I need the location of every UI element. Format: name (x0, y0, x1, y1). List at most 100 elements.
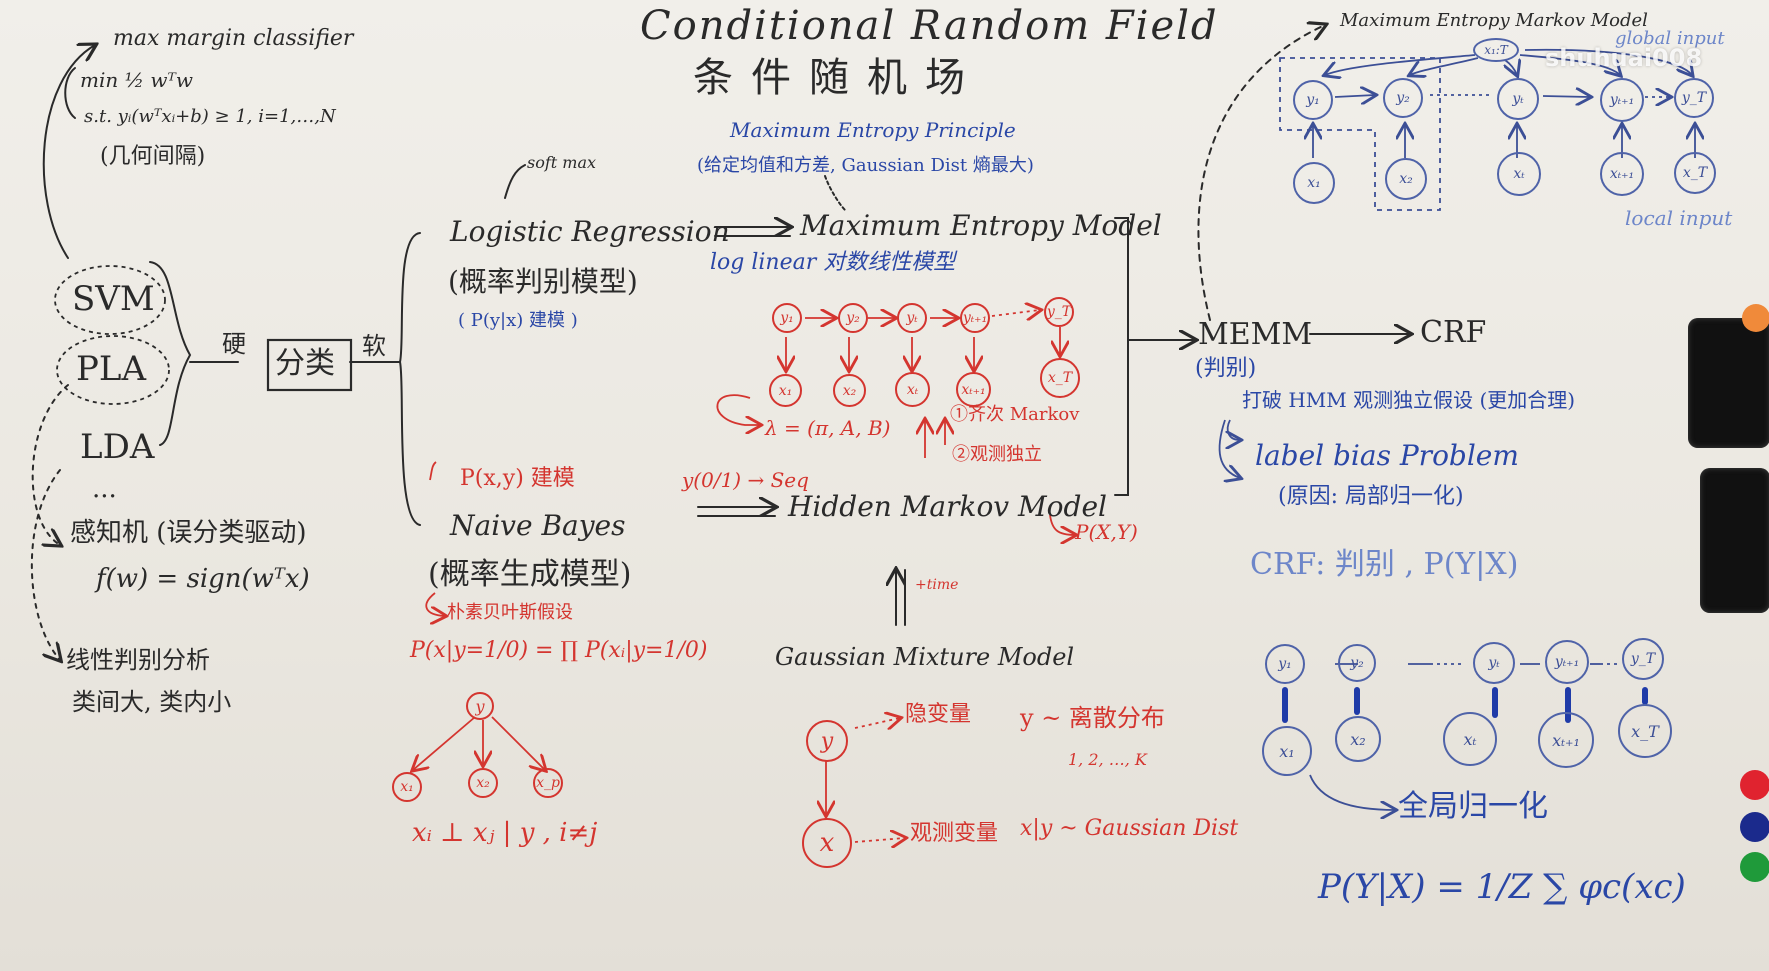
memm-node-y2: y₂ (1383, 78, 1423, 118)
svm-geometric-margin: (几何间隔) (100, 144, 206, 169)
perceptron-formula: f(w) = sign(wᵀx) (96, 564, 310, 594)
svm-objective: min ½ wᵀw (80, 68, 193, 92)
hmm-node-yt1: yₜ₊₁ (960, 303, 990, 333)
hmm-lambda: λ = (π, A, B) (765, 416, 891, 440)
gmm-x-dist: x|y ~ Gaussian Dist (1020, 816, 1239, 841)
svm-constraint: s.t. yᵢ(wᵀxᵢ+b) ≥ 1, i=1,…,N (84, 106, 336, 127)
crf-node-yt1: yₜ₊₁ (1545, 640, 1589, 684)
crf-node-xt1: xₜ₊₁ (1538, 712, 1594, 768)
logistic-regression-note: ( P(y|x) 建模 ) (458, 310, 578, 331)
hmm-node-xT: x_T (1040, 358, 1080, 398)
log-linear-model: log linear 对数线性模型 (710, 250, 956, 275)
max-entropy-principle-cn: (给定均值和方差, Gaussian Dist 熵最大) (697, 155, 1034, 176)
logistic-regression-cn: (概率判别模型) (448, 265, 638, 298)
green-magnet (1740, 852, 1769, 882)
hmm-node-yt: yₜ (897, 303, 927, 333)
watermark-text: shuhuai008 (1545, 44, 1703, 72)
naive-bayes-independence: xᵢ ⊥ xⱼ | y , i≠j (412, 818, 598, 848)
crf-node-y1: y₁ (1265, 644, 1305, 684)
naive-bayes-formula: P(x|y=1/0) = ∏ P(xᵢ|y=1/0) (410, 638, 708, 663)
crf-label: CRF (1420, 315, 1487, 350)
gmm-node-x: x (802, 818, 852, 868)
eraser-magnet (1700, 468, 1769, 613)
memm-node-y1: y₁ (1293, 80, 1333, 120)
naive-bayes-pxy: P(x,y) 建模 (460, 466, 575, 491)
hmm-assumption-1: ①齐次 Markov (950, 404, 1080, 425)
label-pla: PLA (76, 349, 147, 389)
nb-node-x2: x₂ (468, 768, 498, 798)
title-chinese: 条件随机场 (693, 55, 983, 101)
perceptron-label: 感知机 (误分类驱动) (70, 518, 307, 548)
label-bias-reason: (原因: 局部归一化) (1278, 484, 1464, 509)
label-hard: 硬 (222, 330, 246, 358)
softmax-label: soft max (527, 153, 597, 172)
nb-node-xp: x_p (533, 768, 563, 798)
max-entropy-model: Maximum Entropy Model (800, 209, 1162, 242)
label-bias-problem: label bias Problem (1255, 439, 1519, 472)
lda-note: 类间大, 类内小 (72, 688, 232, 716)
hmm-node-x2: x₂ (833, 374, 866, 407)
hmm-joint: P(X,Y) (1075, 520, 1138, 544)
lda-label: 线性判别分析 (66, 646, 210, 674)
global-input-label: global input (1615, 28, 1725, 49)
crf-node-xT: x_T (1618, 704, 1672, 758)
memm-node-xt: xₜ (1497, 152, 1541, 196)
label-lda: LDA (80, 427, 155, 467)
hmm-node-x1: x₁ (769, 374, 802, 407)
global-normalization: 全局归一化 (1398, 789, 1548, 824)
gmm-node-y: y (806, 720, 848, 762)
crf-node-xt: xₜ (1443, 712, 1497, 766)
crf-node-yT: y_T (1622, 638, 1664, 680)
crf-node-x1: x₁ (1262, 726, 1312, 776)
eraser-magnet (1688, 318, 1769, 448)
orange-magnet (1742, 304, 1769, 332)
label-soft: 软 (362, 332, 386, 360)
red-magnet (1740, 770, 1769, 800)
gmm-y-values: 1, 2, …, K (1068, 750, 1147, 769)
naive-bayes-assumption: 朴素贝叶斯假设 (447, 602, 573, 623)
title-english: Conditional Random Field (640, 3, 1219, 49)
hmm-node-y1: y₁ (772, 303, 802, 333)
local-input-label: local input (1625, 206, 1733, 230)
naive-bayes: Naive Bayes (450, 509, 626, 542)
memm-full-name: Maximum Entropy Markov Model (1340, 10, 1648, 31)
hmm-node-xt: xₜ (895, 372, 930, 407)
hmm-node-y2: y₂ (838, 303, 868, 333)
memm-node-x2: x₂ (1385, 158, 1427, 200)
gmm-y-dist: y ~ 离散分布 (1020, 704, 1165, 732)
label-svm: SVM (72, 279, 155, 319)
max-entropy-principle: Maximum Entropy Principle (730, 118, 1016, 142)
blue-magnet (1740, 812, 1769, 842)
hmm-node-yT: y_T (1044, 297, 1074, 327)
nb-node-y: y (466, 692, 494, 720)
svm-note: max margin classifier (113, 26, 354, 51)
label-more: ... (92, 474, 117, 504)
hmm-node-xt1: xₜ₊₁ (956, 372, 991, 407)
gaussian-mixture-model: Gaussian Mixture Model (775, 643, 1075, 671)
naive-bayes-cn: (概率生成模型) (428, 557, 632, 592)
logistic-regression: Logistic Regression (450, 215, 730, 248)
memm-node-yt: yₜ (1497, 78, 1539, 120)
memm-node-x1: x₁ (1293, 162, 1335, 204)
memm-break-assumption: 打破 HMM 观测独立假设 (更加合理) (1242, 388, 1576, 412)
memm-node-xt1: xₜ₊₁ (1600, 152, 1644, 196)
crf-formula: P(Y|X) = 1/Z ∑ φc(xc) (1318, 867, 1686, 907)
label-classify: 分类 (275, 346, 335, 381)
y01-to-seq: y(0/1) → Seq (682, 468, 809, 492)
memm-node-xT: x_T (1674, 152, 1716, 194)
gmm-observed: 观测变量 (910, 821, 999, 846)
hmm-assumption-2: ②观测独立 (952, 444, 1042, 465)
nb-node-x1: x₁ (392, 772, 422, 802)
memm-node-global-x: x₁:T (1473, 38, 1519, 62)
gmm-latent: 隐变量 (905, 702, 972, 727)
plus-time: +time (915, 577, 959, 593)
memm-node-yT: y_T (1674, 78, 1714, 118)
crf-discriminative: CRF: 判别 , P(Y|X) (1250, 547, 1519, 582)
hidden-markov-model: Hidden Markov Model (788, 490, 1107, 523)
memm-label: MEMM (1198, 317, 1313, 352)
memm-discriminative: (判别) (1195, 356, 1257, 381)
crf-node-y2: y₂ (1338, 644, 1376, 682)
crf-node-x2: x₂ (1335, 716, 1381, 762)
